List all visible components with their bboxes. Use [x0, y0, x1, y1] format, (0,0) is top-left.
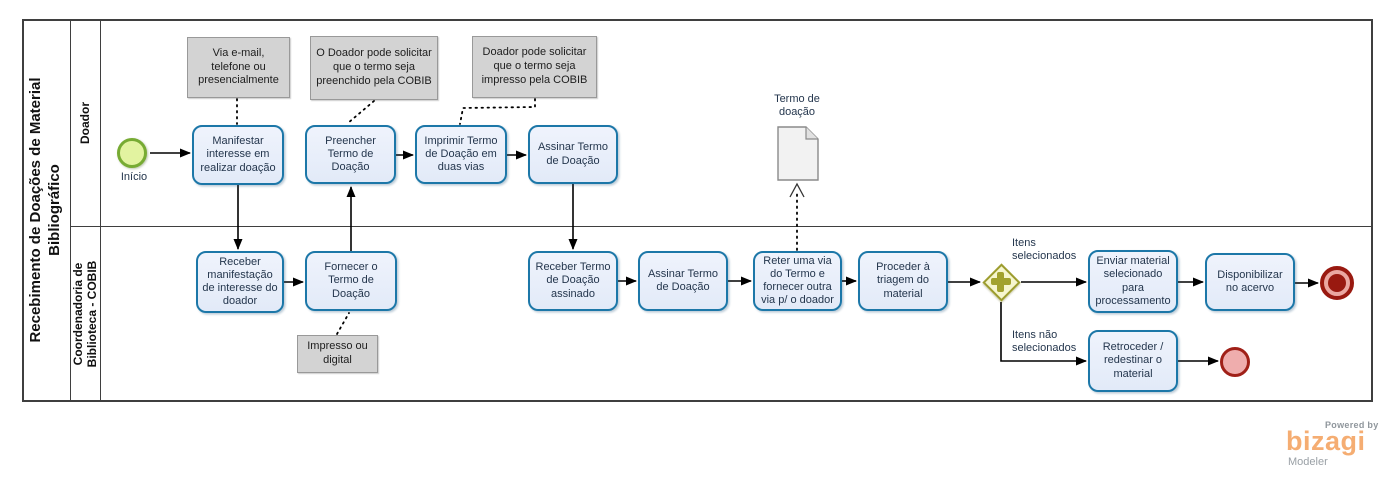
task-fornecer-termo[interactable]: Fornecer o Termo de Doação	[305, 251, 397, 311]
annotation-impresso-cobib[interactable]: Doador pode solicitar que o termo seja i…	[472, 36, 597, 98]
annotation-impresso-digital[interactable]: Impresso ou digital	[297, 335, 378, 373]
process-pool	[22, 19, 1373, 402]
lane-label-divider	[100, 19, 101, 402]
task-imprimir-termo[interactable]: Imprimir Termo de Doação em duas vias	[415, 125, 507, 184]
task-assinar-termo-doador[interactable]: Assinar Termo de Doação	[528, 125, 618, 184]
gateway-branch-label-selected: Itens selecionados	[1012, 237, 1077, 262]
bizagi-modeler-text: Modeler	[1288, 456, 1328, 468]
annotation-via-email[interactable]: Via e-mail, telefone ou presencialmente	[187, 37, 290, 98]
task-receber-termo-assinado[interactable]: Receber Termo de Doação assinado	[528, 251, 618, 311]
task-retroceder-material[interactable]: Retroceder / redestinar o material	[1088, 330, 1178, 392]
task-assinar-termo-cobib[interactable]: Assinar Termo de Doação	[638, 251, 728, 311]
powered-by-text: Powered by	[1325, 420, 1379, 430]
end-event-alt[interactable]	[1220, 347, 1250, 377]
end-event-terminate[interactable]	[1320, 266, 1354, 300]
task-preencher-termo[interactable]: Preencher Termo de Doação	[305, 125, 396, 184]
start-event-label: Início	[120, 171, 148, 183]
task-manifestar-interesse[interactable]: Manifestar interesse em realizar doação	[192, 125, 284, 185]
terminate-circle-icon	[1328, 274, 1346, 292]
bizagi-logo: bizagi	[1286, 426, 1366, 456]
task-proceder-triagem[interactable]: Proceder à triagem do material	[858, 251, 948, 311]
lane-label-cobib: Coordenadoria de Biblioteca - COBIB	[70, 260, 99, 368]
pool-title-divider	[70, 19, 71, 402]
pool-title: Recebimento de Doações de Material Bibli…	[27, 77, 63, 343]
task-disponibilizar-acervo[interactable]: Disponibilizar no acervo	[1205, 253, 1295, 311]
task-reter-via[interactable]: Reter uma via do Termo e fornecer outra …	[753, 251, 842, 311]
gateway-branch-label-not-selected: Itens não selecionados	[1012, 329, 1077, 354]
gateway-plus-icon	[997, 272, 1004, 292]
lane-divider	[70, 226, 1373, 227]
annotation-preenchido-cobib[interactable]: O Doador pode solicitar que o termo seja…	[310, 36, 438, 100]
start-event[interactable]	[117, 138, 147, 168]
task-enviar-material[interactable]: Enviar material selecionado para process…	[1088, 250, 1178, 313]
task-receber-manifestacao[interactable]: Receber manifestação de interesse do doa…	[196, 251, 284, 313]
data-object-label: Termo de doação	[774, 93, 820, 118]
lane-label-doador: Doador	[77, 102, 92, 144]
